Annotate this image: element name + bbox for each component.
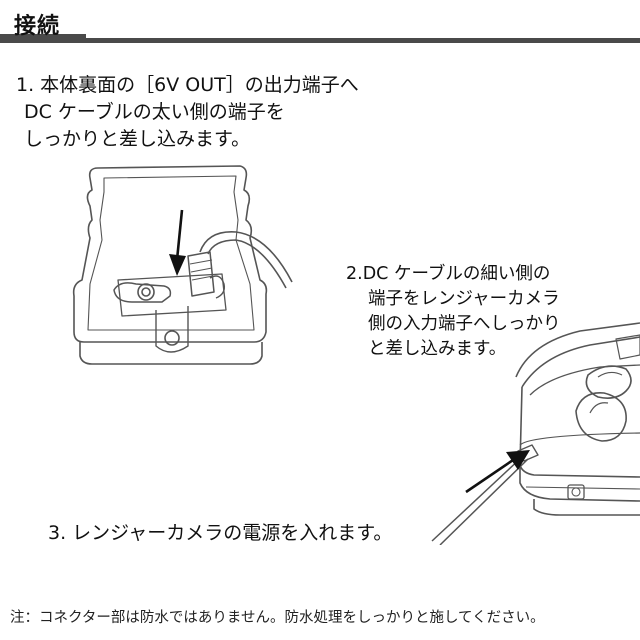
step-2-instruction: 2.DC ケーブルの細い側の 端子をレンジャーカメラ 側の入力端子へしっかり と… [346, 262, 561, 362]
down-arrow-icon [169, 209, 186, 276]
step-2-line-1: 2.DC ケーブルの細い側の [346, 264, 551, 284]
section-title: 接続 [14, 14, 61, 39]
step-1-line-1: 1. 本体裏面の［6V OUT］の出力端子へ [16, 74, 359, 96]
diagonal-arrow-icon [465, 450, 530, 494]
header-rule [0, 38, 640, 43]
step-3-line-1: 3. レンジャーカメラの電源を入れます。 [48, 522, 393, 544]
step-3-instruction: 3. レンジャーカメラの電源を入れます。 [48, 518, 392, 545]
step-2-line-3: 側の入力端子へしっかり [368, 314, 561, 334]
step-1-line-3: しっかりと差し込みます。 [24, 128, 251, 150]
step-2-line-4: と差し込みます。 [368, 339, 507, 359]
step-1-instruction: 1. 本体裏面の［6V OUT］の出力端子へ DC ケーブルの太い側の端子を し… [16, 72, 359, 153]
step-1-line-2: DC ケーブルの太い側の端子を [24, 101, 285, 123]
footnote: 注：コネクター部は防水ではありません。防水処理をしっかりと施してください。 [10, 610, 545, 626]
ranger-camera-illustration [431, 322, 640, 545]
step-2-line-2: 端子をレンジャーカメラ [368, 289, 560, 309]
section-header: 接続 [0, 0, 640, 44]
battery-pack-illustration [72, 165, 293, 365]
header-tab [0, 34, 86, 43]
